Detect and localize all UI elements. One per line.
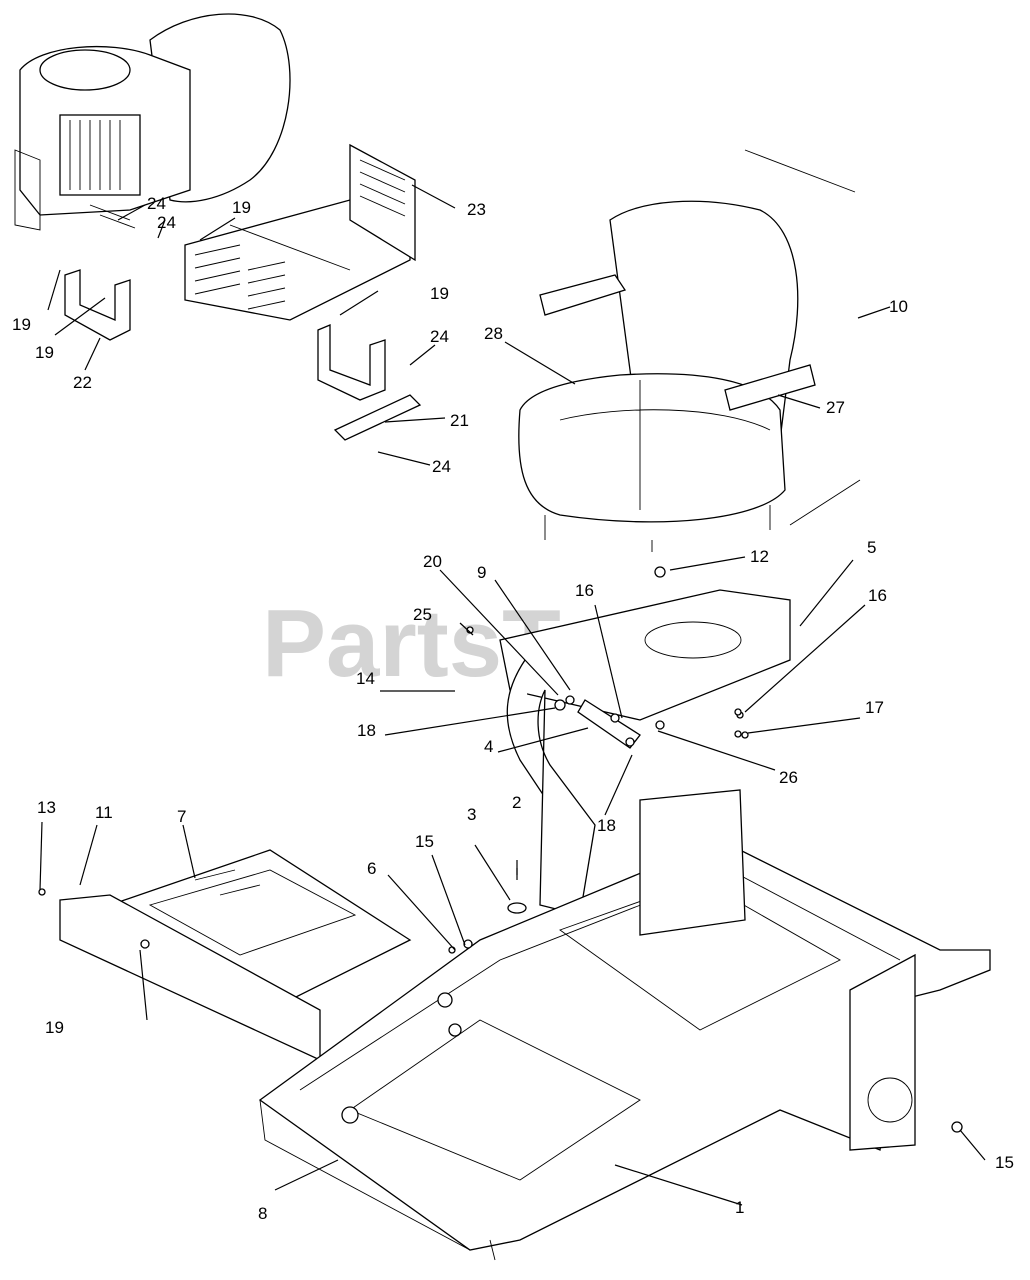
callout-20: 20 [423, 552, 442, 571]
callout-18-a: 18 [357, 721, 376, 740]
callout-24-a: 24 [147, 194, 166, 213]
callout-6: 6 [367, 859, 376, 878]
callout-28: 28 [484, 324, 503, 343]
floor-pan [59, 849, 412, 1062]
callout-17: 17 [865, 698, 884, 717]
callout-19-d: 19 [430, 284, 449, 303]
callout-19-a: 19 [232, 198, 251, 217]
main-frame [258, 789, 991, 1261]
callout-19-e: 19 [45, 1018, 64, 1037]
callout-24-b: 24 [157, 213, 176, 232]
callout-21: 21 [450, 411, 469, 430]
callout-2: 2 [512, 793, 521, 812]
callout-27: 27 [826, 398, 845, 417]
callout-8: 8 [258, 1204, 267, 1223]
callout-4: 4 [484, 737, 493, 756]
callout-7: 7 [177, 807, 186, 826]
callout-16-b: 16 [868, 586, 887, 605]
callout-25: 25 [413, 605, 432, 624]
seat-assembly [518, 200, 816, 552]
callout-26: 26 [779, 768, 798, 787]
callout-5: 5 [867, 538, 876, 557]
callout-15-a: 15 [415, 832, 434, 851]
callout-15-b: 15 [995, 1153, 1014, 1172]
callout-1: 1 [735, 1198, 744, 1217]
callout-16-a: 16 [575, 581, 594, 600]
leader-lines [39, 149, 986, 1206]
callout-24-c: 24 [430, 327, 449, 346]
callout-18-b: 18 [597, 816, 616, 835]
callout-19-c: 19 [35, 343, 54, 362]
callout-10: 10 [889, 297, 908, 316]
callout-22: 22 [73, 373, 92, 392]
callout-23: 23 [467, 200, 486, 219]
callout-14: 14 [356, 669, 375, 688]
callout-labels: 1 2 3 4 5 6 7 8 9 10 11 12 13 14 15 15 1… [12, 194, 1014, 1223]
engine-assembly [14, 13, 291, 231]
callout-19-b: 19 [12, 315, 31, 334]
heat-shield [184, 143, 416, 321]
callout-12: 12 [750, 547, 769, 566]
callout-13: 13 [37, 798, 56, 817]
callout-9: 9 [477, 563, 486, 582]
callout-24-d: 24 [432, 457, 451, 476]
callout-11: 11 [95, 803, 113, 822]
brackets [64, 269, 422, 441]
callout-3: 3 [467, 805, 476, 824]
